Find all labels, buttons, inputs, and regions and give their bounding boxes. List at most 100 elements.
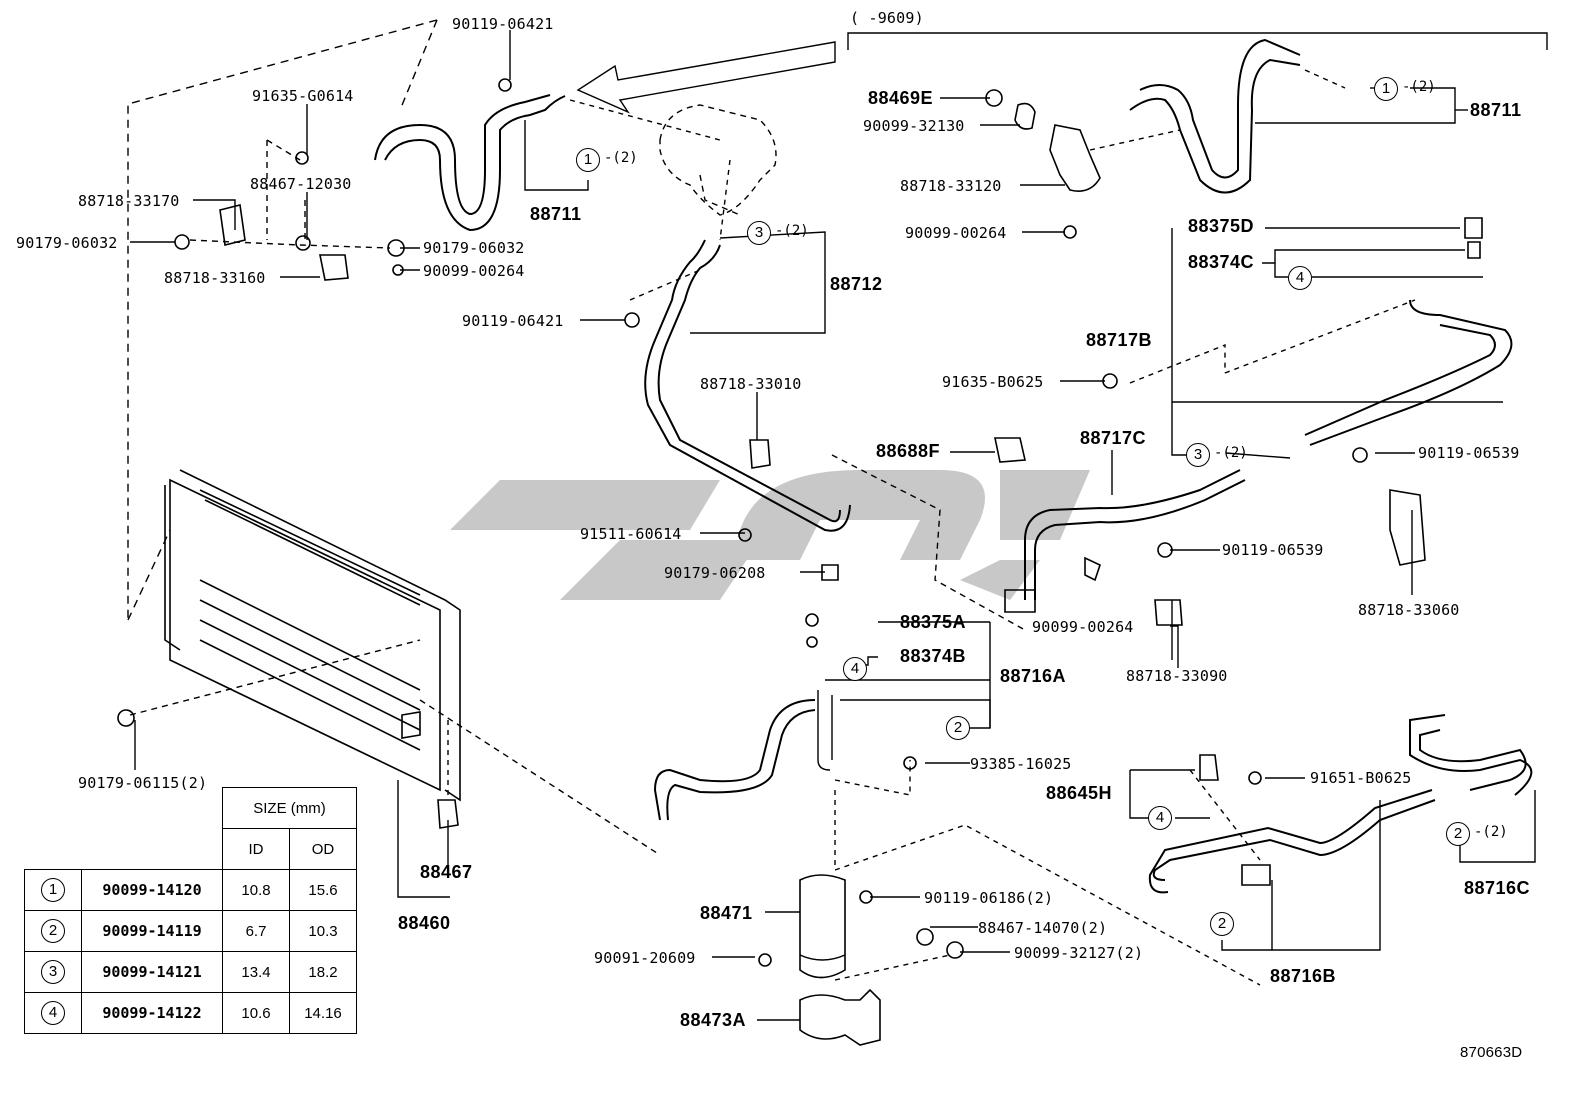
part-label-88375D: 88375D <box>1188 216 1255 236</box>
part-label-90099-00264-left: 90099-00264 <box>423 262 525 280</box>
part-label-91511-60614: 91511-60614 <box>580 525 682 543</box>
o-ring-size-table: SIZE (mm) ID OD 1 90099-14120 10.8 15.6 … <box>24 787 357 1034</box>
id-cell: 6.7 <box>222 910 290 952</box>
part-label-88718-33120: 88718-33120 <box>900 177 1002 195</box>
ref-circle: 2 <box>41 919 65 943</box>
compressor-outline <box>659 104 777 216</box>
dashed-guide-left <box>127 19 438 620</box>
table-row: 3 90099-14121 13.4 18.2 <box>24 951 357 993</box>
part-label-88374B: 88374B <box>900 646 967 666</box>
part-label-91651-B0625: 91651-B0625 <box>1310 769 1412 787</box>
part-label-91635-B0625: 91635-B0625 <box>942 373 1044 391</box>
part-label-90119-06421-mid: 90119-06421 <box>462 312 564 330</box>
callout-qty: -(2) <box>1214 445 1248 461</box>
part-label-88716B: 88716B <box>1270 966 1337 986</box>
direction-arrow <box>576 41 836 114</box>
od-cell: 18.2 <box>289 951 357 993</box>
part-label-88718-33090: 88718-33090 <box>1126 667 1228 685</box>
part-label-88467-12030: 88467-12030 <box>250 175 352 193</box>
callout-qty: -(2) <box>775 223 809 239</box>
condenser-shape <box>164 469 461 802</box>
part-label-88374C: 88374C <box>1188 252 1255 272</box>
part-label-88471: 88471 <box>700 903 753 923</box>
part-label-90099-32130: 90099-32130 <box>863 117 965 135</box>
part-label-90099-32127: 90099-32127(2) <box>1014 944 1144 962</box>
callout-1: 1 <box>1374 77 1398 101</box>
part-label-88712: 88712 <box>830 274 883 294</box>
part-label-88645H: 88645H <box>1046 783 1113 803</box>
part-cell: 90099-14122 <box>81 992 223 1034</box>
hose-88711-right <box>1129 58 1301 194</box>
part-label-90119-06539-b: 90119-06539 <box>1222 541 1324 559</box>
part-label-88460: 88460 <box>398 913 451 933</box>
callout-qty: -(2) <box>1402 79 1436 95</box>
id-cell: 10.6 <box>222 992 290 1034</box>
part-label-90119-06539-a: 90119-06539 <box>1418 444 1520 462</box>
ref-circle: 1 <box>41 878 65 902</box>
hose-88716A <box>653 699 816 821</box>
callout-4: 4 <box>1288 266 1312 290</box>
callout-3: 3 <box>1186 443 1210 467</box>
table-row: 2 90099-14119 6.7 10.3 <box>24 910 357 952</box>
part-label-88469E: 88469E <box>868 88 934 108</box>
receiver-dryer <box>799 874 846 979</box>
part-label-88717C: 88717C <box>1080 428 1147 448</box>
hose-88712 <box>657 244 841 523</box>
callout-2: 2 <box>1210 912 1234 936</box>
part-label-88473A: 88473A <box>680 1010 747 1030</box>
od-cell: 15.6 <box>289 869 357 911</box>
callout-1: 1 <box>576 148 600 172</box>
hose-88716B <box>1152 799 1436 881</box>
part-label-88718-33060: 88718-33060 <box>1358 601 1460 619</box>
ref-circle: 3 <box>41 960 65 984</box>
id-cell: 13.4 <box>222 951 290 993</box>
size-header: SIZE (mm) <box>222 787 357 829</box>
ref-circle: 4 <box>41 1001 65 1025</box>
part-label-90179-06115: 90179-06115(2) <box>78 774 208 792</box>
part-label-88711-left: 88711 <box>530 204 582 224</box>
part-cell: 90099-14120 <box>81 869 223 911</box>
part-label-90179-06032-right: 90179-06032 <box>423 239 525 257</box>
od-cell: 14.16 <box>289 992 357 1034</box>
id-cell: 10.8 <box>222 869 290 911</box>
part-label-88718-33160: 88718-33160 <box>164 269 266 287</box>
part-label-88718-33170: 88718-33170 <box>78 192 180 210</box>
col-id-header: ID <box>222 828 290 870</box>
callout-qty: -(2) <box>604 150 638 166</box>
part-label-90099-00264-mid: 90099-00264 <box>1032 618 1134 636</box>
part-label-88375A: 88375A <box>900 612 967 632</box>
part-label-90179-06032-left: 90179-06032 <box>16 234 118 252</box>
callout-2: 2 <box>946 716 970 740</box>
col-od-header: OD <box>289 828 357 870</box>
part-label-88716C: 88716C <box>1464 878 1531 898</box>
part-label-90099-00264-right: 90099-00264 <box>905 224 1007 242</box>
part-cell: 90099-14121 <box>81 951 223 993</box>
callout-qty: -(2) <box>1474 824 1508 840</box>
part-label-88716A: 88716A <box>1000 666 1067 686</box>
part-cell: 90099-14119 <box>81 910 223 952</box>
date-range-label: ( -9609) <box>850 9 924 27</box>
callout-4: 4 <box>843 657 867 681</box>
part-label-88688F: 88688F <box>876 441 941 461</box>
part-label-90119-06186: 90119-06186(2) <box>924 889 1054 907</box>
hose-88717B <box>1309 299 1513 446</box>
small-fasteners <box>117 78 1483 967</box>
part-label-88718-33010: 88718-33010 <box>700 375 802 393</box>
part-label-93385-16025: 93385-16025 <box>970 755 1072 773</box>
table-row: 4 90099-14122 10.6 14.16 <box>24 992 357 1034</box>
part-label-88711-right: 88711 <box>1470 100 1522 120</box>
part-label-90091-20609: 90091-20609 <box>594 949 696 967</box>
hose-88711-left <box>384 95 566 232</box>
bracket-88473A <box>799 988 881 1046</box>
hose-88717C <box>1024 469 1241 600</box>
hose-88716C <box>1419 729 1527 791</box>
part-label-90179-06208: 90179-06208 <box>664 564 766 582</box>
part-label-88467: 88467 <box>420 862 473 882</box>
callout-3: 3 <box>747 221 771 245</box>
callout-2: 2 <box>1446 822 1470 846</box>
part-label-91635-G0614: 91635-G0614 <box>252 87 354 105</box>
part-label-88467-14070: 88467-14070(2) <box>978 919 1108 937</box>
watermark-logo <box>450 470 1090 600</box>
od-cell: 10.3 <box>289 910 357 952</box>
